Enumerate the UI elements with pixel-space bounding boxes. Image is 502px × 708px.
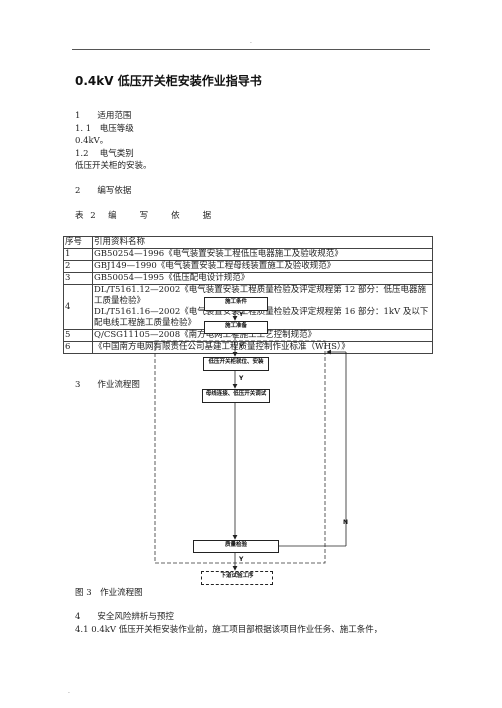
table-header-row: 序号 引用资料名称: [63, 236, 433, 249]
header-mark: ·: [250, 40, 252, 47]
flow-step-preparation: 施工准备: [204, 321, 268, 334]
section-1-2-heading: 1.2 电气类别: [75, 149, 134, 159]
dashed-frame: [154, 340, 326, 564]
row-number: 5: [63, 329, 93, 342]
section-1-heading: 1 适用范围: [75, 111, 132, 121]
figure-caption: 图 3 作业流程图: [75, 588, 143, 598]
footer-mark: .: [68, 688, 70, 695]
flow-step-conditions: 施工条件: [204, 297, 268, 311]
row-reference: 《中国南方电网有限责任公司基建工程质量控制作业标准（WHS）》: [92, 341, 433, 354]
reference-table: 序号 引用资料名称 1 GB50254—1996《电气装置安装工程低压电器施工及…: [63, 236, 433, 354]
flow-no-label: N: [343, 519, 349, 526]
row-reference-line: DL/T5161.12—2002《电气装置安装工程质量检验及评定规程第 12 部…: [94, 285, 426, 306]
flow-step-cabinet-install: 低压开关柜就位、安装: [203, 357, 269, 371]
flowchart-connectors: [154, 310, 347, 571]
section-1-1-heading: 1. 1 电压等级: [75, 124, 134, 134]
column-header-no: 序号: [63, 236, 93, 249]
flow-yes-label: Y: [239, 556, 244, 563]
header-rule: [72, 49, 430, 50]
row-number: 6: [63, 341, 93, 354]
row-reference: GBJ149—1990《电气装置安装工程母线装置施工及验收规范》: [92, 260, 433, 273]
table-row: 2 GBJ149—1990《电气装置安装工程母线装置施工及验收规范》: [63, 260, 433, 273]
column-header-title: 引用资料名称: [92, 236, 433, 249]
flow-step-next-test: 下道试验工序: [201, 571, 273, 585]
flow-step-busbar-commissioning: 母线连接、低压开关调试: [202, 389, 270, 403]
table-caption: 表 2 编 写 依 据: [75, 211, 214, 221]
table-row: 1 GB50254—1996《电气装置安装工程低压电器施工及验收规范》: [63, 248, 433, 261]
flow-yes-label: Y: [239, 375, 244, 382]
section-2-heading: 2 编写依据: [75, 186, 132, 196]
row-reference: GB50254—1996《电气装置安装工程低压电器施工及验收规范》: [92, 248, 433, 261]
section-4-1-text: 4.1 0.4kV 低压开关柜安装作业前，施工项目部根据该项目作业任务、施工条件…: [75, 625, 383, 635]
row-reference: GB50054—1995《低压配电设计规范》: [92, 272, 433, 285]
flow-step-quality-inspection: 质量检验: [193, 540, 279, 553]
flow-yes-label: Y: [239, 311, 244, 318]
document-title: 0.4kV 低压开关柜安装作业指导书: [75, 74, 262, 88]
section-1-1-text: 0.4kV。: [75, 136, 109, 146]
row-number: 3: [63, 272, 93, 285]
section-1-2-text: 低压开关柜的安装。: [75, 161, 152, 171]
table-row: 6 《中国南方电网有限责任公司基建工程质量控制作业标准（WHS）》: [63, 341, 433, 354]
row-number: 4: [63, 284, 93, 330]
flowchart: 施工条件 Y 施工准备 Y 低压开关柜就位、安装 Y 母线连接、低压开关调试 质…: [150, 293, 360, 588]
table-row: 3 GB50054—1995《低压配电设计规范》: [63, 272, 433, 285]
row-number: 2: [63, 260, 93, 273]
flow-yes-label: Y: [239, 343, 244, 350]
section-3-heading: 3 作业流程图: [75, 380, 140, 390]
section-4-heading: 4 安全风险辨析与预控: [75, 612, 174, 622]
row-number: 1: [63, 248, 93, 261]
row-reference-line: DL/T5161.16—2002《电气装置安装工程质量检验及评定规程第 16 部…: [94, 307, 429, 328]
